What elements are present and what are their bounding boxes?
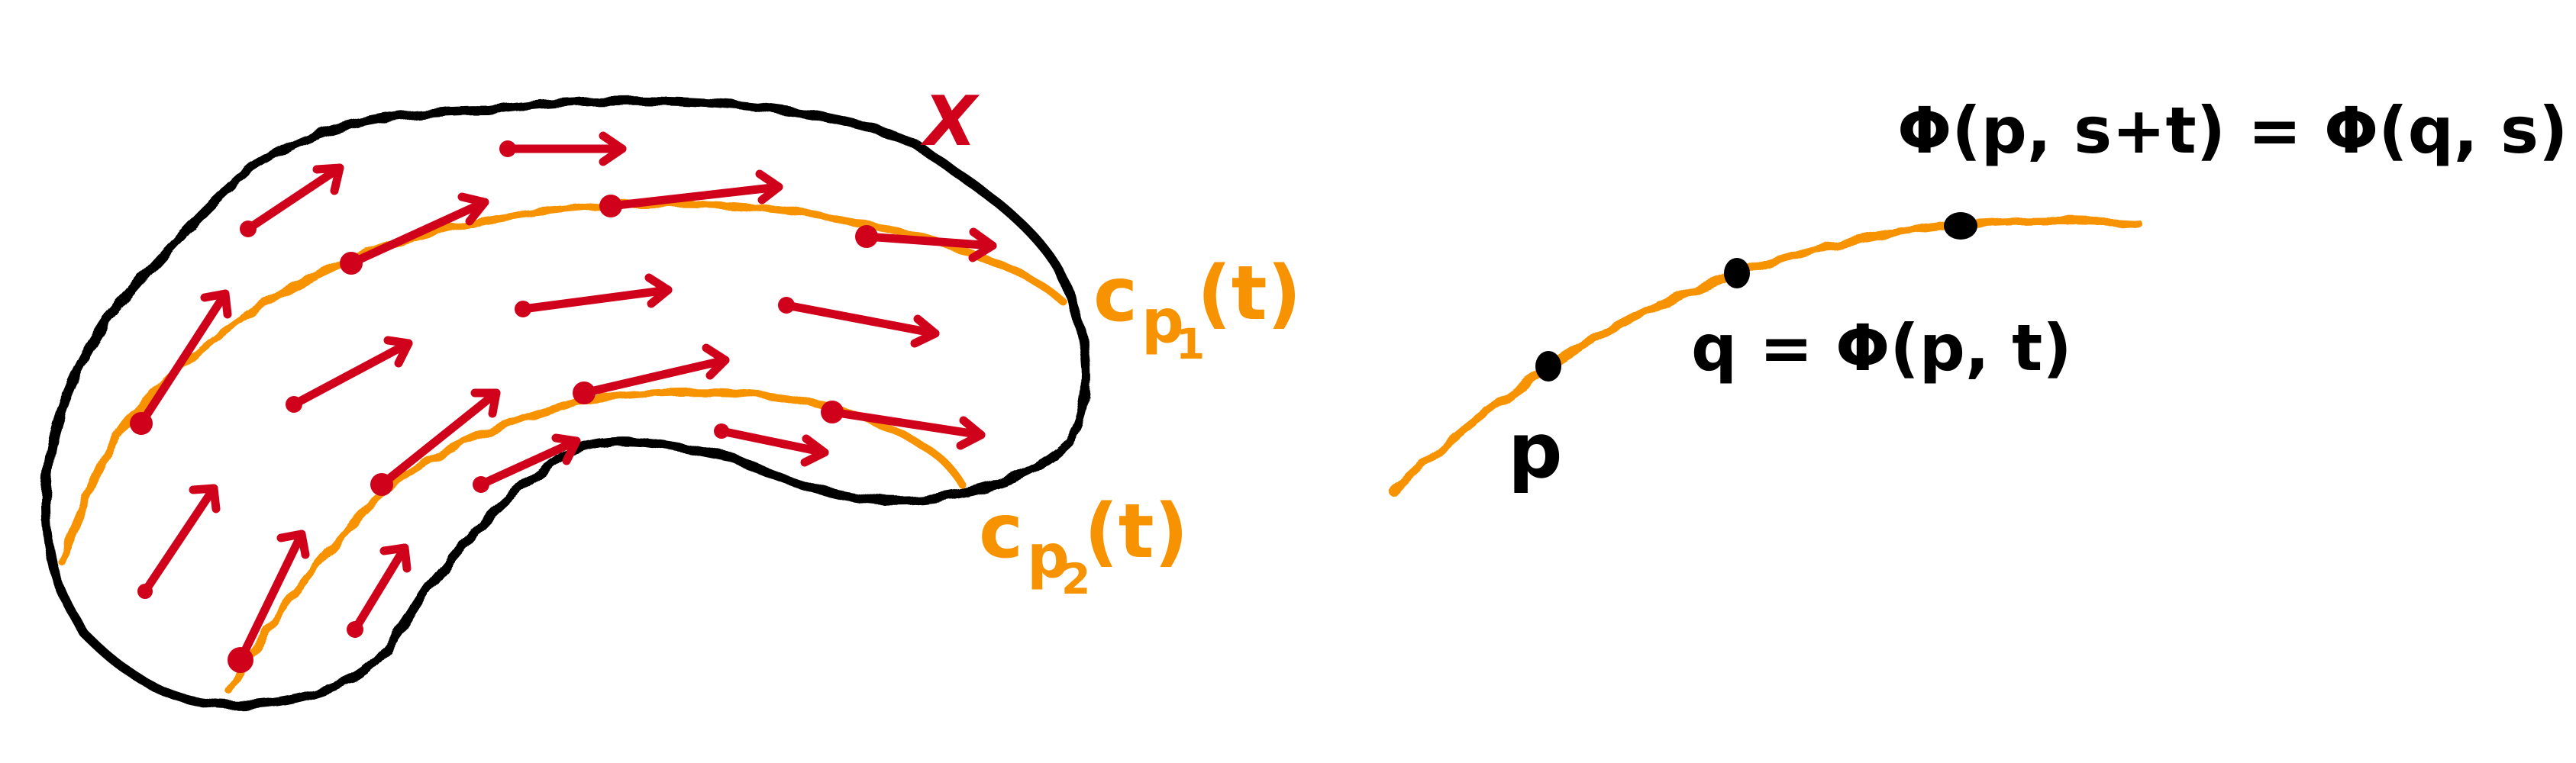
flow-points bbox=[1535, 212, 1977, 382]
field-base-point bbox=[714, 423, 729, 439]
field-base-point bbox=[573, 382, 596, 404]
field-arrow bbox=[377, 388, 501, 489]
manifold-outline bbox=[41, 96, 1091, 710]
field-arrow bbox=[350, 543, 412, 634]
field-arrow bbox=[518, 273, 673, 314]
point-p-label: p bbox=[1508, 406, 1563, 495]
flow-line bbox=[1389, 216, 2142, 497]
curve2-subsub: 2 bbox=[1061, 555, 1090, 604]
field-base-point bbox=[821, 401, 844, 423]
field-base-point bbox=[515, 301, 531, 317]
field-arrow bbox=[782, 301, 940, 348]
field-base-point bbox=[340, 252, 363, 275]
field-arrow bbox=[244, 163, 344, 233]
field-arrow bbox=[717, 427, 829, 467]
curve-c-p1-label: c p 1 (t) bbox=[1093, 250, 1301, 369]
curve1-subsub: 1 bbox=[1176, 320, 1205, 369]
field-base-point bbox=[370, 473, 393, 496]
integral-curve-c-p2 bbox=[225, 388, 966, 694]
field-base-point bbox=[599, 195, 622, 217]
field-arrow bbox=[862, 227, 997, 262]
field-base-point bbox=[286, 396, 302, 413]
curve1-main: c bbox=[1093, 252, 1138, 339]
point-q-marker bbox=[1724, 258, 1750, 288]
field-base-points bbox=[130, 140, 878, 673]
curve2-main: c bbox=[979, 488, 1023, 575]
curve1-sub: p bbox=[1141, 288, 1184, 356]
field-arrow bbox=[236, 530, 310, 665]
field-label: X bbox=[920, 82, 980, 162]
point-s-marker bbox=[1944, 212, 1977, 240]
curve2-arg: (t) bbox=[1084, 488, 1188, 575]
field-base-point bbox=[240, 221, 257, 237]
field-base-point bbox=[473, 476, 489, 493]
point-q-label: q = Φ(p, t) bbox=[1691, 311, 2072, 385]
field-base-point bbox=[778, 297, 795, 314]
vector-field bbox=[137, 131, 997, 665]
field-arrow bbox=[828, 407, 986, 450]
point-s-label: Φ(p, s+t) = Φ(q, s) bbox=[1897, 93, 2568, 168]
point-p-marker bbox=[1535, 351, 1561, 382]
field-arrow bbox=[289, 336, 413, 409]
field-base-point bbox=[499, 140, 516, 157]
curve-c-p2-label: c p 2 (t) bbox=[979, 488, 1188, 604]
integral-curve-c-p1 bbox=[57, 200, 1067, 565]
field-arrow bbox=[503, 131, 627, 166]
field-arrow bbox=[347, 192, 489, 268]
field-arrow bbox=[137, 289, 232, 428]
field-base-point bbox=[137, 584, 153, 599]
field-arrow bbox=[606, 169, 783, 211]
field-base-point bbox=[347, 621, 363, 638]
field-arrow bbox=[476, 433, 581, 489]
curve1-arg: (t) bbox=[1197, 250, 1301, 337]
field-arrow bbox=[579, 343, 730, 398]
curve2-sub: p bbox=[1027, 523, 1070, 591]
field-base-point bbox=[855, 225, 878, 248]
field-arrow bbox=[140, 484, 221, 596]
field-base-point bbox=[130, 412, 153, 435]
field-base-point bbox=[228, 647, 253, 673]
